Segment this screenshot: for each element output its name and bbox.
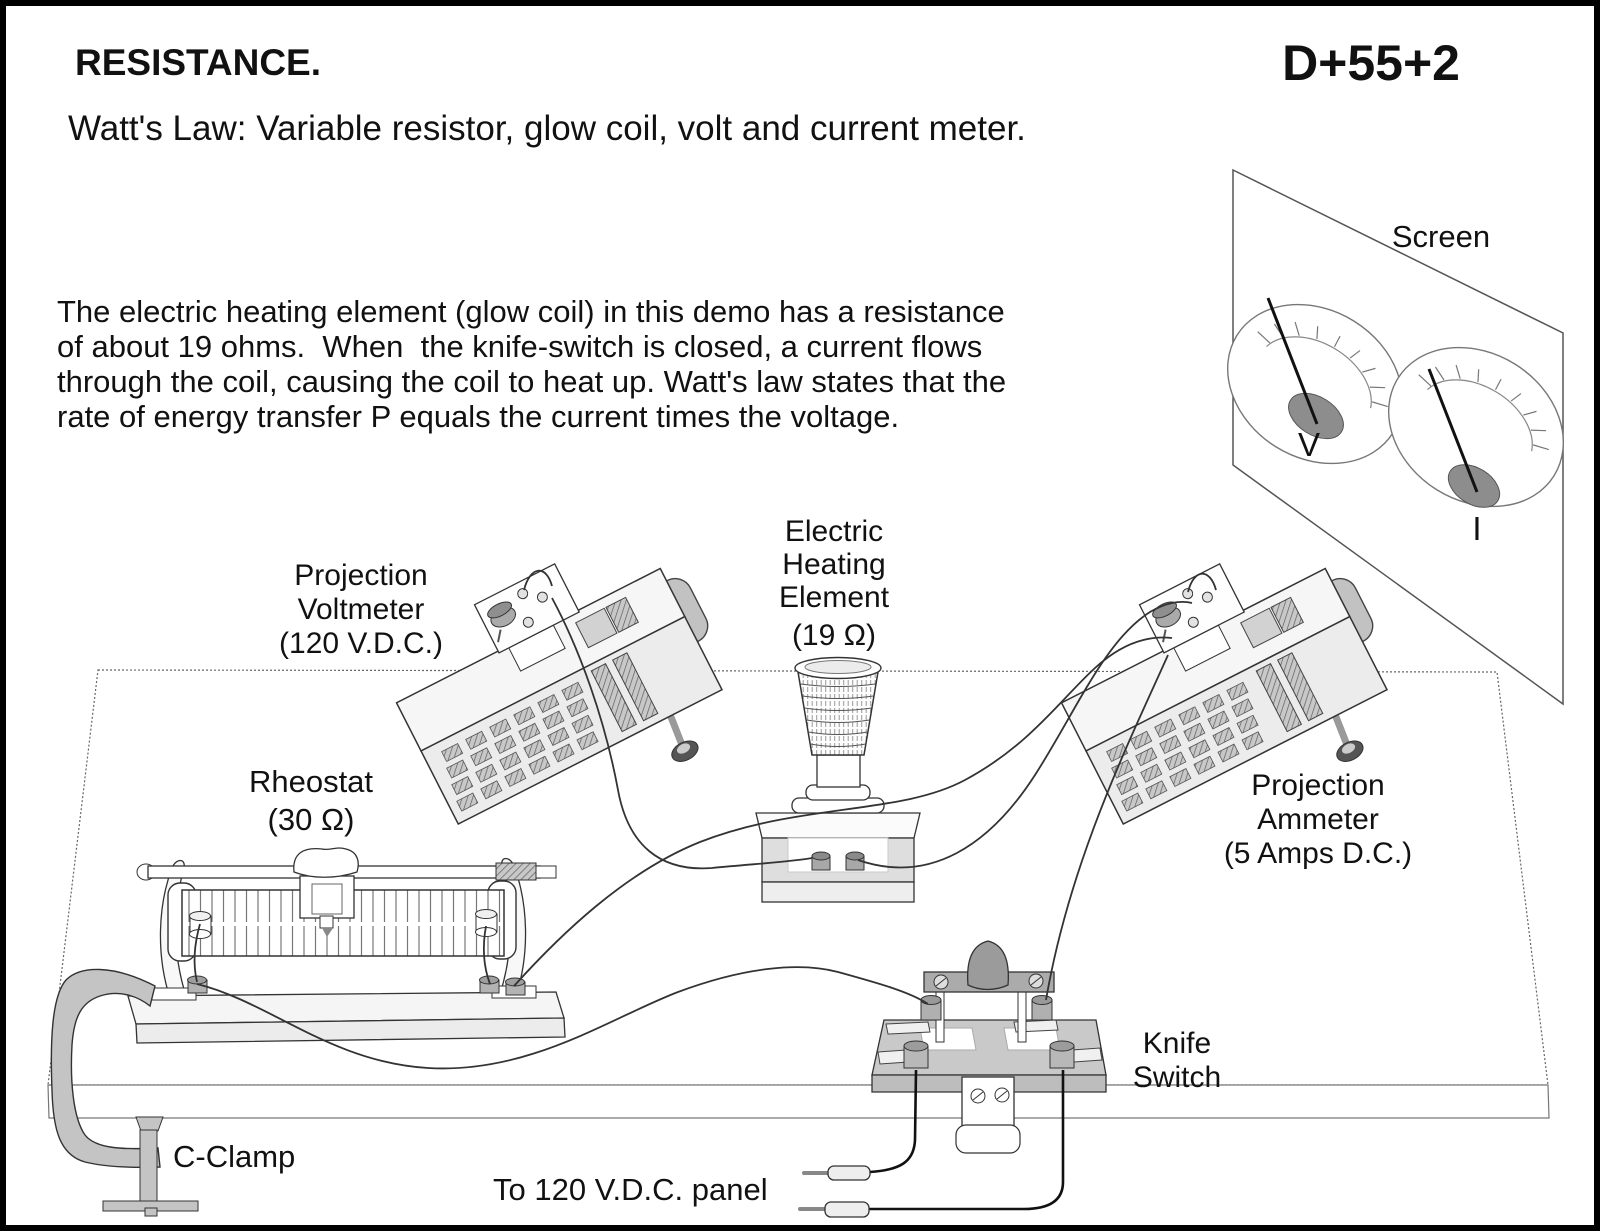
description-line: through the coil, causing the coil to he… — [57, 364, 1006, 399]
circuit-wires — [193, 569, 1217, 1070]
rheostat-label: (30 Ω) — [268, 802, 355, 837]
wire-heater-to-ammeter — [857, 600, 1193, 869]
voltmeter-dial-label: V — [1298, 426, 1320, 463]
wire-voltmeter-to-heater — [551, 597, 813, 870]
lead-plug2-to-switch — [869, 1070, 1065, 1211]
labels: RESISTANCE. D+55+2 Watt's Law: Variable … — [57, 35, 1490, 1207]
page-title: RESISTANCE. — [75, 42, 321, 83]
voltmeter-label: Projection — [294, 559, 427, 592]
demo-code: D+55+2 — [1282, 35, 1460, 91]
banana-plugs — [798, 1165, 871, 1218]
description-line: rate of energy transfer P equals the cur… — [57, 399, 899, 434]
heating-element-label: Electric — [785, 515, 883, 548]
glow-coil-cone — [797, 671, 879, 756]
power-source-label: To 120 V.D.C. panel — [493, 1172, 768, 1207]
c-clamp-label: C-Clamp — [173, 1139, 295, 1174]
voltmeter-needle — [1266, 297, 1319, 425]
lead-plug1-to-switch — [869, 1069, 918, 1174]
wire-ammeter-board-loop — [1187, 572, 1217, 593]
heating-element-label: Heating — [782, 548, 885, 581]
rheostat-label: Rheostat — [249, 764, 373, 799]
ammeter-needle — [1427, 368, 1479, 493]
ammeter-label: Projection — [1251, 769, 1384, 802]
description-line: of about 19 ohms. When the knife-switch … — [57, 329, 982, 364]
voltmeter-label: (120 V.D.C.) — [279, 627, 443, 660]
wire-voltmeter-board-loop — [523, 569, 553, 591]
voltmeter-label: Voltmeter — [298, 593, 425, 626]
wire-rheostat-right-post — [483, 925, 491, 985]
wire-rheostat-to-ammeter — [513, 636, 1173, 987]
knife-switch-handle[interactable] — [966, 940, 1010, 991]
ammeter-label: Ammeter — [1257, 803, 1379, 836]
banana-plug-2[interactable] — [824, 1201, 870, 1218]
banana-plug-1[interactable] — [827, 1165, 871, 1181]
description-line: The electric heating element (glow coil)… — [57, 294, 1005, 329]
voltmeter-dial-shadow — [1288, 392, 1344, 440]
rheostat — [127, 847, 566, 1044]
electric-heating-element — [755, 656, 921, 903]
projection-screen — [1197, 168, 1594, 706]
knife-switch-label: Knife — [1143, 1027, 1211, 1060]
knife-switch — [871, 940, 1107, 1154]
subtitle: Watt's Law: Variable resistor, glow coil… — [68, 109, 1026, 148]
heating-element-label: Element — [779, 581, 890, 614]
screen-label: Screen — [1392, 219, 1490, 254]
knife-switch-label: Switch — [1133, 1061, 1221, 1094]
power-leads — [869, 1069, 1065, 1211]
ammeter-label: (5 Amps D.C.) — [1224, 837, 1412, 870]
wire-rheostat-to-switch — [196, 966, 929, 1070]
ammeter-dial-label: I — [1472, 510, 1481, 547]
wire-ammeter-to-switch — [1045, 654, 1169, 1001]
wire-rheostat-left-post — [193, 923, 201, 983]
heating-element-label: (19 Ω) — [792, 619, 876, 652]
rheostat-slider-knob — [293, 847, 359, 878]
c-clamp — [50, 968, 199, 1217]
